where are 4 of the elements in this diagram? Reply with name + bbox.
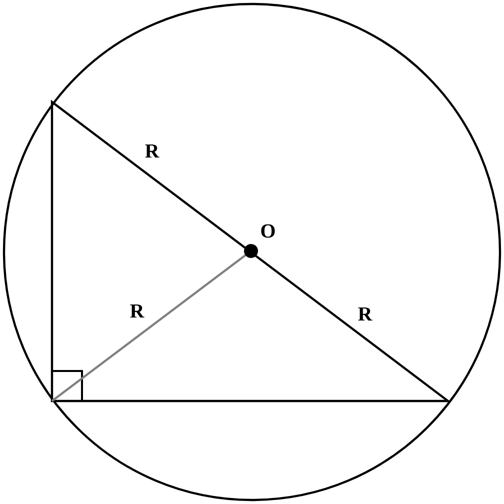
radius-label: R [130, 304, 144, 318]
radius-label: R [145, 144, 160, 158]
radius-label: R [358, 307, 372, 321]
center-label: O [261, 224, 275, 238]
